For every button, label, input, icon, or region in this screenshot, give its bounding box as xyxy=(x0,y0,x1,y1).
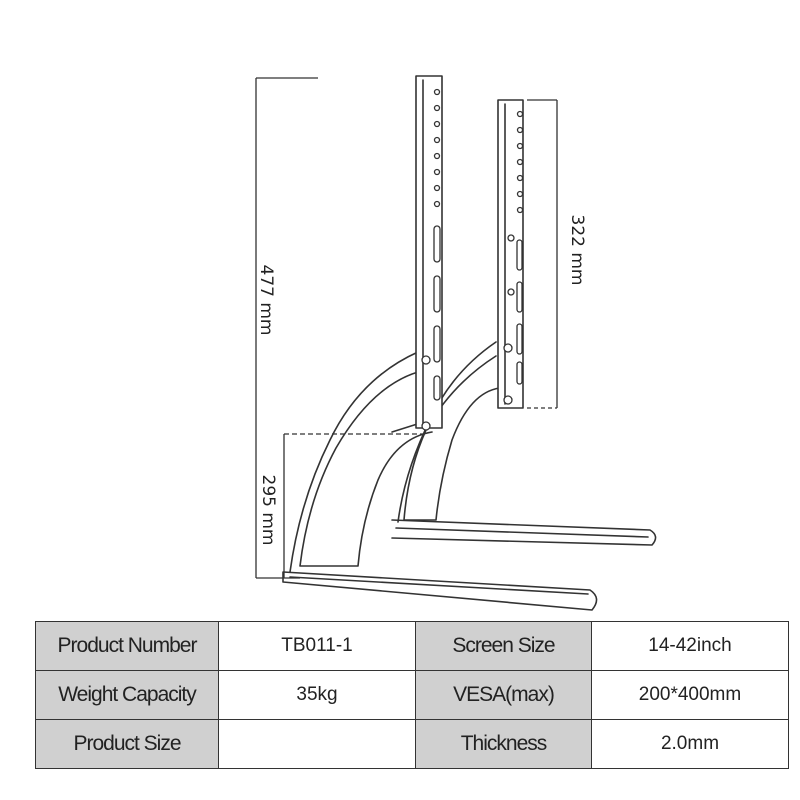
total-height-dimension-line xyxy=(255,77,318,579)
plate-height-dimension-line xyxy=(527,99,558,409)
plate-height-label: 322 mm xyxy=(567,215,587,286)
weight-capacity-label: Weight Capacity xyxy=(35,670,219,720)
vesa-value: 200*400mm xyxy=(591,670,789,720)
weight-capacity-value: 35kg xyxy=(218,670,416,720)
base-height-label: 295 mm xyxy=(258,475,278,546)
product-number-value: TB011-1 xyxy=(218,621,416,671)
base-height-dimension-line xyxy=(283,433,428,578)
spec-table: Product Number TB011-1 Screen Size 14-42… xyxy=(35,621,789,769)
thickness-label: Thickness xyxy=(415,719,592,769)
front-plate-holes xyxy=(421,88,441,431)
front-stand-leg xyxy=(282,75,598,611)
tv-stand-diagram: 477 mm 322 mm 295 mm xyxy=(255,75,657,611)
screen-size-label: Screen Size xyxy=(415,621,592,671)
screen-size-value: 14-42inch xyxy=(591,621,789,671)
vesa-label: VESA(max) xyxy=(415,670,592,720)
table-row: Product Number TB011-1 Screen Size 14-42… xyxy=(35,621,789,671)
table-row: Weight Capacity 35kg VESA(max) 200*400mm xyxy=(35,670,789,720)
table-row: Product Size Thickness 2.0mm xyxy=(35,719,789,769)
thickness-value: 2.0mm xyxy=(591,719,789,769)
product-size-label: Product Size xyxy=(35,719,219,769)
product-number-label: Product Number xyxy=(35,621,219,671)
product-size-value xyxy=(218,719,416,769)
total-height-label: 477 mm xyxy=(256,265,276,336)
rear-plate-holes xyxy=(503,110,524,405)
